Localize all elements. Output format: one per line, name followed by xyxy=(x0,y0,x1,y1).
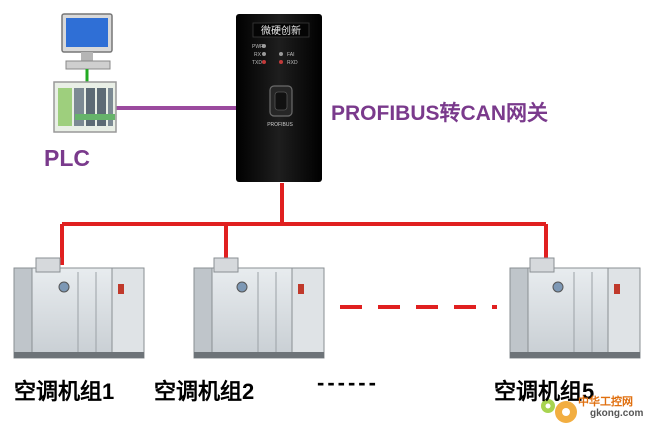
led-label-rxd: RXD xyxy=(287,60,298,66)
led-indicator xyxy=(262,52,266,56)
plc-label: PLC xyxy=(44,145,90,171)
ahu-unit-2 xyxy=(193,257,325,359)
unit-label-1: 空调机组1 xyxy=(14,379,115,404)
led-label-txd: TXD xyxy=(252,60,262,66)
gateway-title: PROFIBUS转CAN网关 xyxy=(331,102,549,125)
port-label: PROFIBUS xyxy=(267,122,293,128)
gateway-brand-panel xyxy=(252,22,310,38)
plc-computer xyxy=(53,13,117,133)
unit-ellipsis: ------ xyxy=(317,370,379,395)
gateway-brand: 微硬创新 xyxy=(261,24,301,37)
led-indicator xyxy=(279,60,283,64)
unit-label-2: 空调机组2 xyxy=(154,379,255,404)
keyboard-icon xyxy=(65,60,111,70)
led-indicator xyxy=(262,60,266,64)
led-label-rx: RX xyxy=(254,52,262,58)
gear-icon xyxy=(541,399,577,423)
led-indicator xyxy=(279,52,283,56)
gateway-device: 微硬创新 PWR RX FAI TXD RXD PROFIBUS xyxy=(236,14,322,182)
watermark-name: 中华工控网 xyxy=(578,396,633,408)
watermark-url: gkong.com xyxy=(590,408,644,419)
led-indicator xyxy=(262,44,266,48)
unit-label-5: 空调机组5 xyxy=(494,379,595,404)
led-label-pwr: PWR xyxy=(252,44,264,50)
led-label-fai: FAI xyxy=(287,52,295,58)
ahu-unit-5 xyxy=(509,257,641,359)
can-bus xyxy=(60,183,548,309)
ahu-unit-1 xyxy=(13,257,145,359)
